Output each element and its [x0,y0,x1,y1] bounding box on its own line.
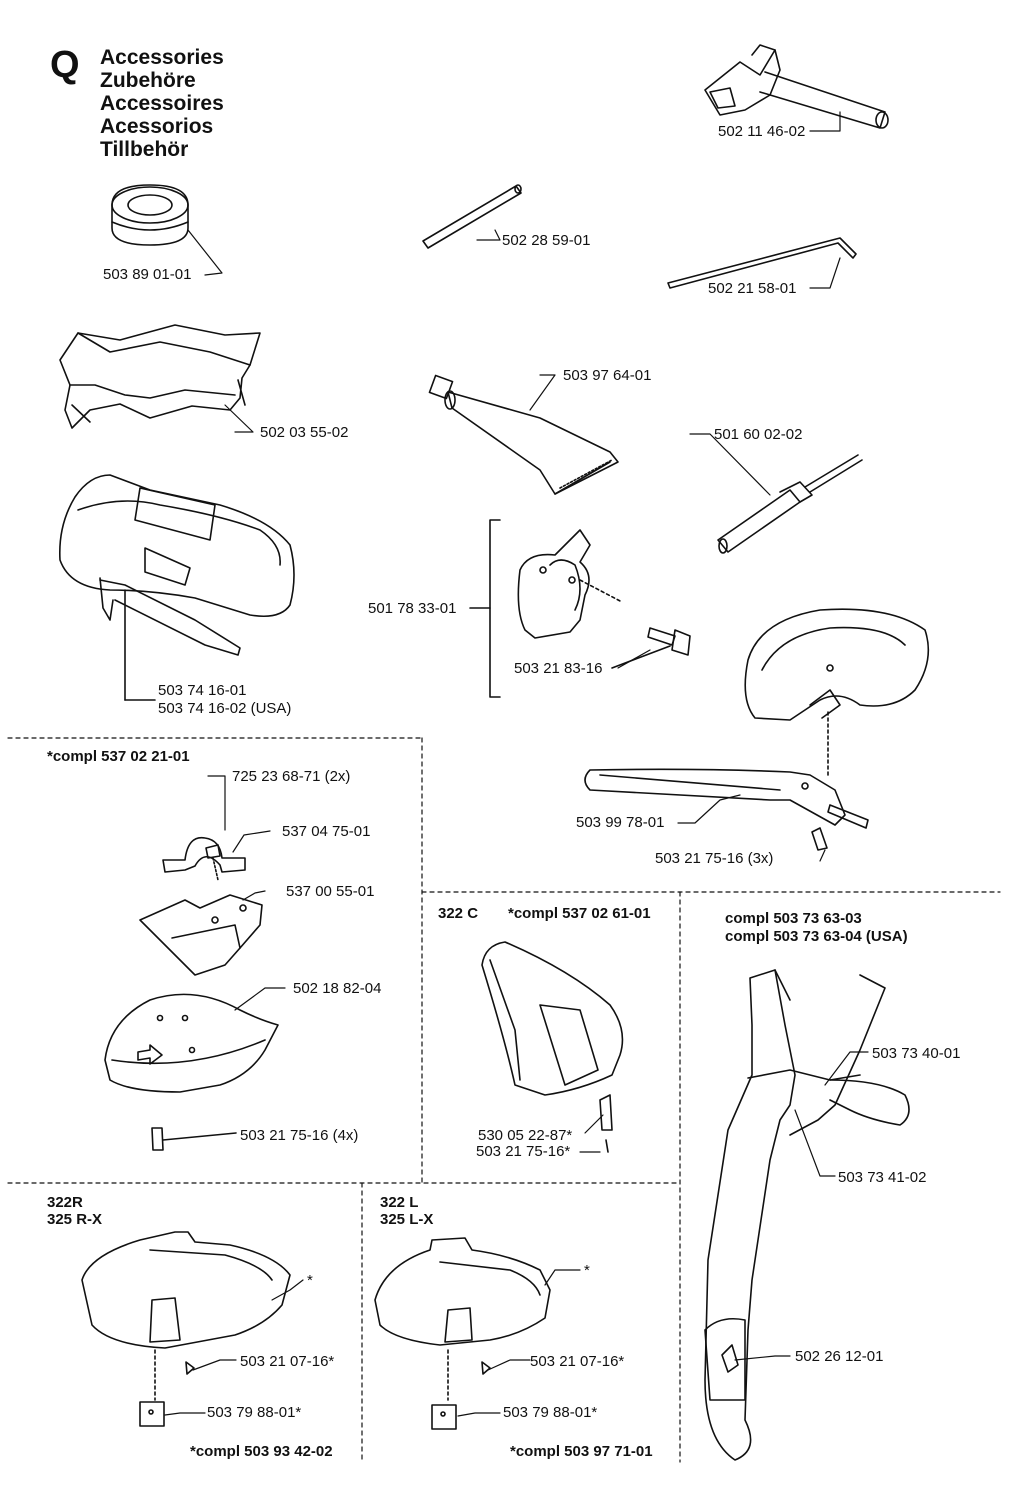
model-label: 325 R-X [47,1211,103,1228]
part-label: 503 74 16-02 (USA) [158,700,292,717]
part-label: 537 04 75-01 [282,823,371,840]
title-es: Acessorios [100,115,214,138]
title-en: Accessories [100,46,224,69]
screw-icon [205,844,221,881]
kit-label: *compl 503 93 42-02 [190,1443,333,1460]
part-label: 503 74 16-01 [158,682,247,699]
bent-rod-icon [667,237,857,289]
part-label: 501 60 02-02 [714,426,803,443]
clamp-bracket-icon [469,519,623,698]
part-label: 503 73 40-01 [872,1045,961,1062]
title-de: Zubehöre [100,69,196,92]
part-label: 503 89 01-01 [103,266,192,283]
part-label: 503 21 75-16 (3x) [655,850,774,867]
part-label: 503 79 88-01* [503,1404,598,1421]
full-harness-icon [704,969,910,1461]
clamp-icon [162,836,246,873]
322c-guard-icon [481,941,624,1153]
part-label: 502 28 59-01 [502,232,591,249]
screw-4x-icon [151,1127,237,1151]
kit-label: *compl 503 97 71-01 [510,1443,653,1460]
part-label: 503 73 41-02 [838,1169,927,1186]
handle-bar-icon [584,768,869,851]
grease-tube-icon [428,374,619,495]
trimmer-guard-icon [104,993,279,1093]
322r-guard-icon [81,1231,291,1427]
frame-guard-icon [59,324,261,429]
model-label: 322 L [380,1194,419,1211]
section-dividers [7,737,1001,1463]
model-label: 322R [47,1194,83,1211]
section-letter: Q [50,44,80,86]
bolt-icon [611,627,691,669]
kit-label: compl 503 73 63-03 [725,910,862,927]
322l-guard-icon [374,1237,551,1430]
part-label: * [307,1272,313,1289]
part-label: 503 21 07-16* [530,1353,625,1370]
loop-handle-icon [744,608,930,776]
part-label: * [584,1262,590,1279]
kit-label: compl 503 73 63-04 (USA) [725,928,908,945]
part-label: 502 21 58-01 [708,280,797,297]
part-label: 502 18 82-04 [293,980,382,997]
title-sv: Tillbehör [100,138,189,161]
punch-tool-icon [717,454,863,554]
model-label: 325 L-X [380,1211,434,1228]
part-label: 502 26 12-01 [795,1348,884,1365]
part-label: 503 99 78-01 [576,814,665,831]
part-label: 501 78 33-01 [368,600,457,617]
model-label: 322 C [438,905,479,922]
part-label: 502 11 46-02 [718,123,806,140]
part-label: 502 03 55-02 [260,424,349,441]
part-label: 537 00 55-01 [286,883,375,900]
kit-label: *compl 537 02 21-01 [47,748,190,765]
part-label: 503 97 64-01 [563,367,652,384]
part-label: 503 21 75-16 (4x) [240,1127,359,1144]
kit-label: *compl 537 02 61-01 [508,905,651,922]
drift-pin-icon [422,184,522,249]
page-titles: Accessories Zubehöre Accessoires Acessor… [100,46,224,161]
ring-icon [111,184,189,246]
guard-bracket-icon [139,894,263,976]
leader-lines [164,111,869,1417]
part-label: 503 21 83-16 [514,660,603,677]
shoulder-harness-icon [58,474,295,701]
part-label: 530 05 22-87* [478,1127,573,1144]
combination-wrench-icon [704,44,889,129]
part-label: 503 79 88-01* [207,1404,302,1421]
part-label: 503 21 07-16* [240,1353,335,1370]
part-label: 725 23 68-71 (2x) [232,768,351,785]
part-label: 503 21 75-16* [476,1143,571,1160]
title-fr: Accessoires [100,92,224,115]
